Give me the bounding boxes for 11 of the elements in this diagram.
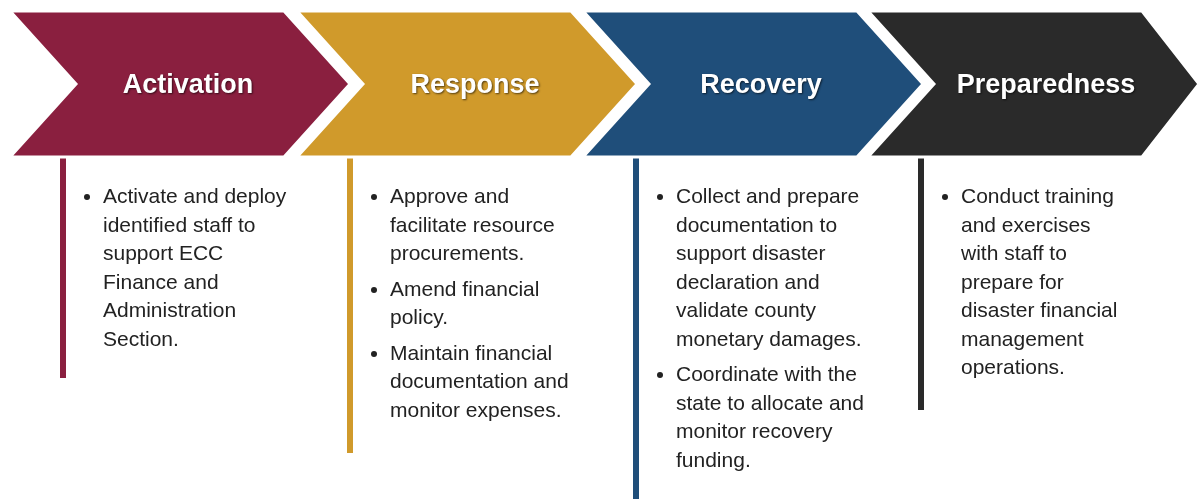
bullet-text: Conduct training and exercises with staff to prepare for disaster financial management operations. xyxy=(961,184,1118,378)
bullet-text: Approve and facilitate resource procurements. xyxy=(390,184,555,264)
bullet-text: Activate and deploy identified staff to support ECC Finance and Administration Section. xyxy=(103,184,287,350)
bullet-text: Coordinate with the state to allocate and monitor recovery funding. xyxy=(676,362,864,471)
bullet-text: Maintain financial documentation and monitor expenses. xyxy=(390,340,569,421)
stage-title: Recovery xyxy=(700,68,822,100)
bullet-text: Collect and prepare documentation to support disaster declaration and validate county monetary damages. xyxy=(676,184,862,350)
stage-title: Response xyxy=(410,68,540,100)
stage-title: Preparedness xyxy=(956,68,1136,100)
stage-title: Activation xyxy=(122,68,254,100)
bullet-text: Amend financial policy. xyxy=(390,276,540,328)
